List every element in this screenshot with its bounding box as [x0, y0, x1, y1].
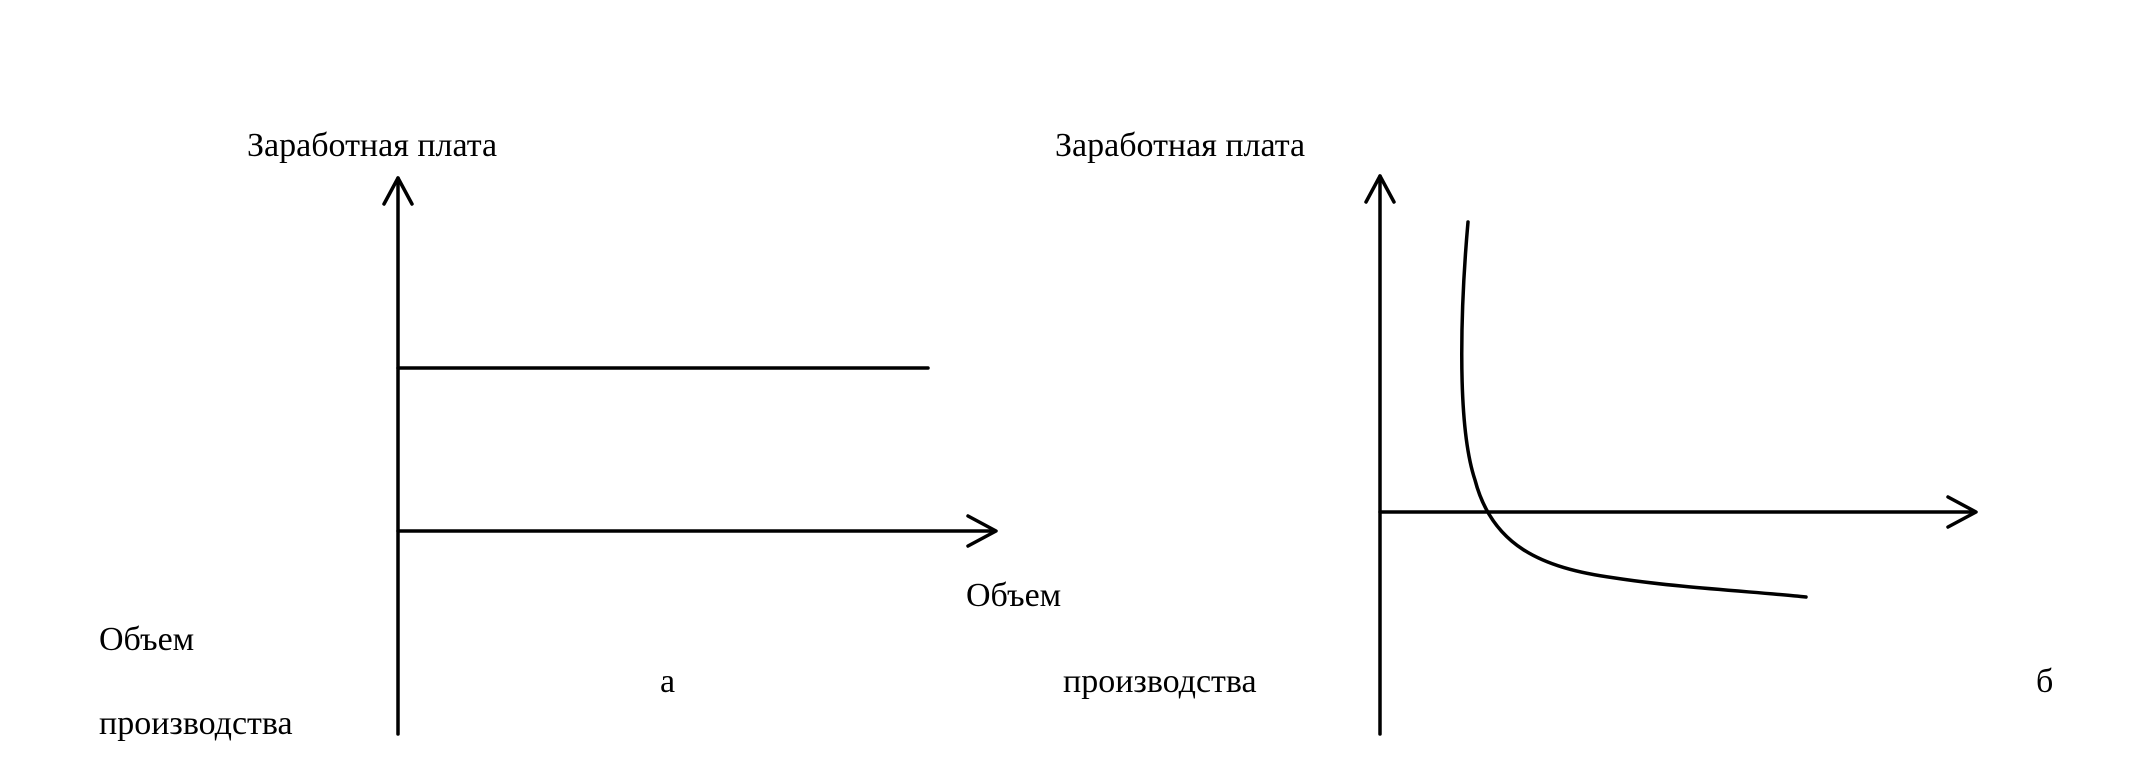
- figure-b-caption: б: [2036, 663, 2054, 700]
- figure-a-y-axis-label: Заработная плата: [247, 127, 498, 164]
- figure-b-x-axis-label-line1: Объем: [966, 577, 1062, 614]
- figure-b-y-axis-arrowhead: [1364, 174, 1396, 204]
- figure-b-curve: [1460, 220, 1808, 599]
- figure-a-caption: а: [660, 663, 676, 700]
- figure-b-x-axis-arrowhead: [1946, 495, 1978, 529]
- figure-a-x-axis-label-line2: производства: [99, 705, 293, 742]
- figure-a-x-axis-label-line1: Объем: [99, 621, 195, 658]
- figure-b: [1364, 174, 1978, 736]
- figure-b-x-axis-label-line2: производства: [1063, 663, 1257, 700]
- figure-a: [382, 176, 998, 736]
- figure-a-x-axis-arrowhead: [966, 514, 998, 548]
- figure-a-y-axis-arrowhead: [382, 176, 414, 206]
- figure-b-y-axis-label: Заработная плата: [1055, 127, 1306, 164]
